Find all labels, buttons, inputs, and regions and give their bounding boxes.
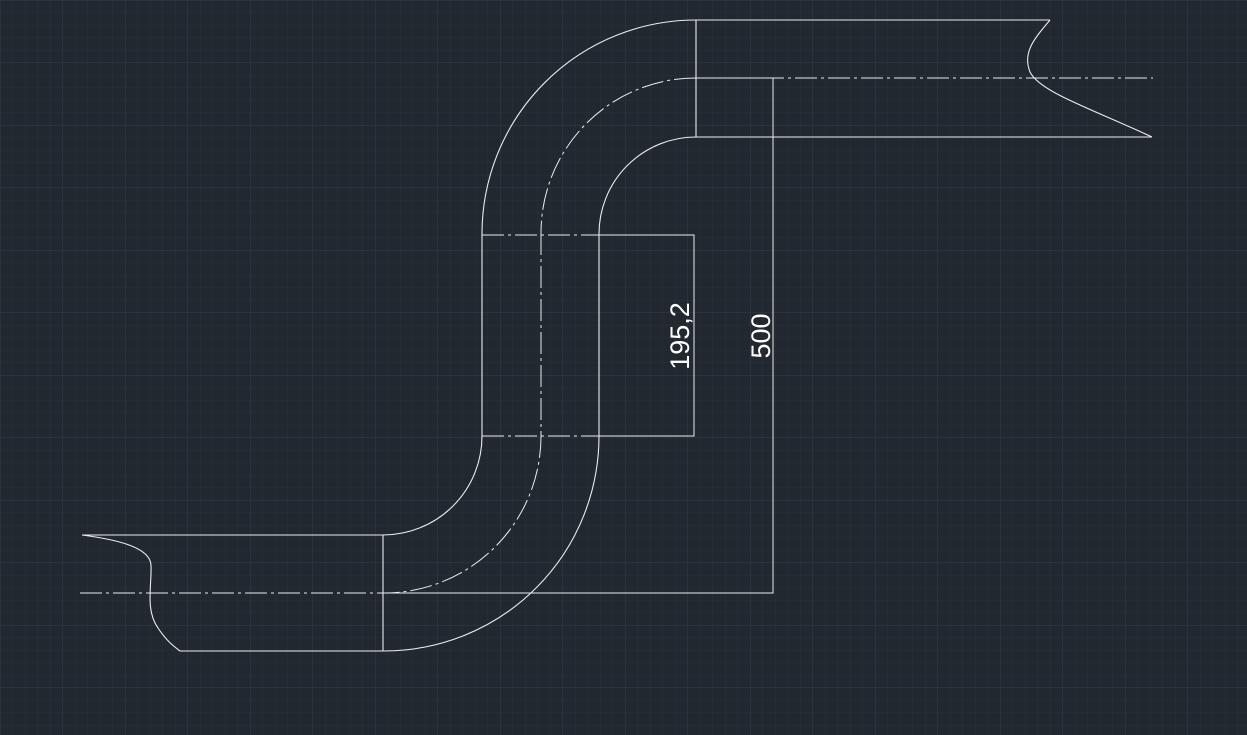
upper-bend-centerline [540,77,697,234]
dimension-text-vertical-offset: 500 [746,313,776,358]
upper-bend-outer [481,19,697,235]
upper-bend-inner [598,136,697,235]
dimension-vertical-offset[interactable]: 500 [384,77,776,594]
dimension-extension-lines [599,234,695,437]
lower-bend-centerline [383,435,542,594]
top-break-line [1027,19,1153,138]
bottom-break-line [81,534,181,652]
dimension-offset-lines [384,77,774,594]
lower-bend-inner [382,435,483,536]
dimension-straight-length[interactable]: 195,2 [599,234,695,437]
dimension-text-straight-length: 195,2 [665,302,695,370]
lower-bend-outer [383,435,600,652]
